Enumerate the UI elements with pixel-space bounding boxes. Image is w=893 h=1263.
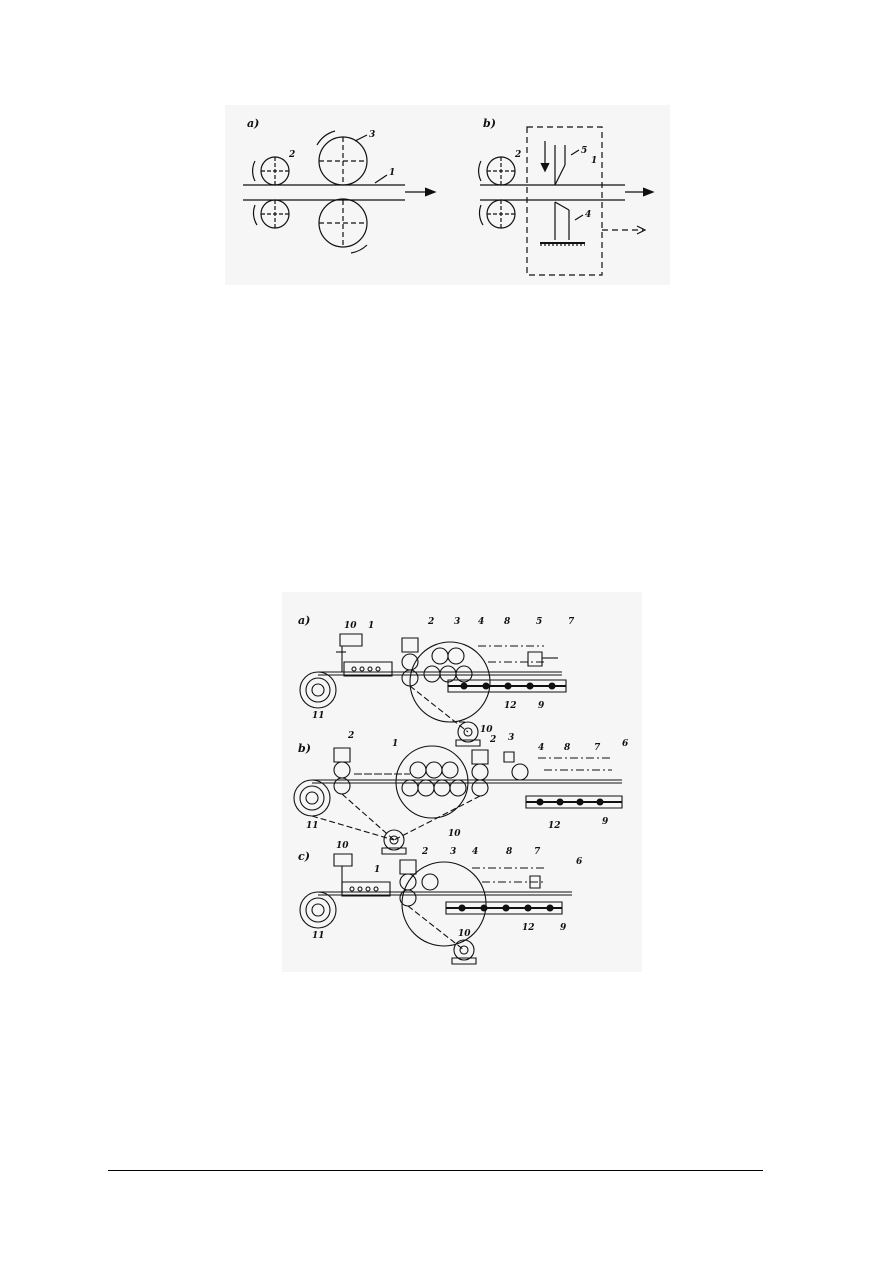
figure-2-panel-a-sublabel: a) xyxy=(298,614,310,627)
figure-2-c-label-12: 12 xyxy=(522,923,535,933)
figure-1-b-label-4: 4 xyxy=(585,210,591,220)
figure-2-panel-b xyxy=(294,746,622,854)
figure-2-a-label-10-top: 10 xyxy=(344,621,357,631)
figure-2-strip-processing-line-diagram: a) 10 1 2 3 4 8 5 7 11 12 9 10 b) 2 1 2 … xyxy=(282,592,642,972)
figure-2-c-label-10-bottom: 10 xyxy=(458,929,471,939)
figure-1-panel-a xyxy=(243,131,435,253)
figure-2-b-label-6: 6 xyxy=(622,739,629,749)
figure-2-c-label-4: 4 xyxy=(472,847,478,857)
figure-2-panel-c xyxy=(300,854,572,964)
figure-2-c-label-9: 9 xyxy=(560,923,567,933)
figure-2-a-label-10-bottom: 10 xyxy=(480,725,493,735)
figure-2-a-label-7: 7 xyxy=(568,617,575,627)
figure-2-a-label-1: 1 xyxy=(368,621,374,631)
figure-1-b-label-5: 5 xyxy=(581,146,587,156)
figure-2-b-label-2-left: 2 xyxy=(347,731,354,741)
figure-2-a-label-9: 9 xyxy=(538,701,545,711)
figure-2-a-label-5: 5 xyxy=(536,617,542,627)
figure-2-panel-b-sublabel: b) xyxy=(298,742,311,755)
figure-1-a-label-2: 2 xyxy=(288,150,295,160)
figure-2-b-label-9: 9 xyxy=(602,817,609,827)
figure-1-a-label-3: 3 xyxy=(369,130,375,140)
figure-2-b-label-1: 1 xyxy=(392,739,398,749)
figure-2-c-label-8: 8 xyxy=(506,847,513,857)
figure-1-a-label-1: 1 xyxy=(389,168,395,178)
figure-1-panel-b-sublabel: b) xyxy=(483,117,496,130)
figure-2-b-label-3: 3 xyxy=(508,733,514,743)
figure-1-panel-a-sublabel: a) xyxy=(247,117,259,130)
figure-2-b-label-4: 4 xyxy=(538,743,544,753)
figure-2-c-label-6: 6 xyxy=(576,857,583,867)
figure-1-roll-and-shear-diagram: a) 1 2 3 b) 1 2 4 5 xyxy=(225,105,670,285)
figure-2-a-label-4: 4 xyxy=(478,617,484,627)
figure-2-c-label-3: 3 xyxy=(450,847,456,857)
figure-2-a-label-3: 3 xyxy=(454,617,460,627)
figure-2-c-label-1: 1 xyxy=(374,865,380,875)
figure-2-a-label-2: 2 xyxy=(427,617,434,627)
figure-2-panel-a xyxy=(300,634,566,746)
figure-2-c-label-11: 11 xyxy=(312,931,325,941)
figure-2-c-label-2: 2 xyxy=(421,847,428,857)
figure-2-c-label-10-top: 10 xyxy=(336,841,349,851)
figure-2-a-label-11: 11 xyxy=(312,711,325,721)
figure-2-panel-c-sublabel: c) xyxy=(298,850,310,863)
figure-2-b-label-10: 10 xyxy=(448,829,461,839)
figure-1-panel-b xyxy=(479,127,653,275)
figure-2-b-label-12: 12 xyxy=(548,821,561,831)
figure-2-a-label-8: 8 xyxy=(504,617,511,627)
footer-rule xyxy=(108,1170,763,1171)
figure-2-b-label-2-right: 2 xyxy=(489,735,496,745)
figure-2-b-label-7: 7 xyxy=(594,743,601,753)
figure-2-b-label-8: 8 xyxy=(564,743,571,753)
figure-2-a-label-12: 12 xyxy=(504,701,517,711)
figure-2-c-label-7: 7 xyxy=(534,847,541,857)
figure-1-b-label-1: 1 xyxy=(591,156,597,166)
figure-2-b-label-11: 11 xyxy=(306,821,319,831)
figure-1-b-label-2: 2 xyxy=(514,150,521,160)
